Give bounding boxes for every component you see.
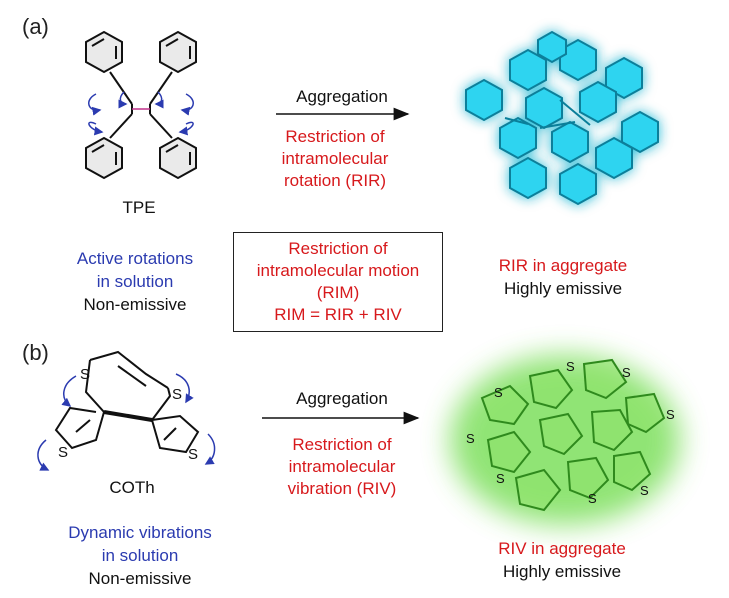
left-state-a-line-1: Active rotations <box>76 249 194 268</box>
rim-box-line-1: Restriction of <box>288 239 388 258</box>
riv-aggregate-cluster <box>480 358 666 512</box>
left-state-b-line-2: in solution <box>101 546 179 565</box>
rim-box-line-4: RIM = RIR + RIV <box>274 305 402 324</box>
left-emission-a: Non-emissive <box>83 295 187 314</box>
molecule-name-coth: COTh <box>109 478 155 497</box>
right-state-b: RIV in aggregate <box>498 539 626 558</box>
sulfur-label: S <box>496 471 505 486</box>
process-b-line-3: vibration (RIV) <box>287 479 397 498</box>
process-a-line-3: rotation (RIR) <box>283 171 387 190</box>
rir-aggregate-cluster <box>465 30 659 206</box>
left-emission-b: Non-emissive <box>88 569 192 588</box>
arrow-label-b: Aggregation <box>296 389 388 408</box>
process-a-line-2: intramolecular <box>281 149 389 168</box>
sulfur-label: S <box>566 359 575 374</box>
sulfur-label: S <box>666 407 675 422</box>
rim-summary-box <box>233 232 443 332</box>
rim-box-line-2: intramolecular motion <box>256 261 420 280</box>
tpe-molecule <box>85 30 197 180</box>
coth-molecule <box>54 350 200 454</box>
panel-label-b: (b) <box>22 340 49 365</box>
sulfur-label: S <box>588 491 597 506</box>
right-state-a: RIR in aggregate <box>498 256 628 275</box>
rir-aggregate-bonds <box>504 99 591 129</box>
sulfur-label: S <box>622 365 631 380</box>
rim-box-line-3: (RIM) <box>316 283 360 302</box>
sulfur-label: S <box>494 385 503 400</box>
sulfur-label: S <box>80 366 91 383</box>
panel-label-a: (a) <box>22 14 49 39</box>
right-emission-b: Highly emissive <box>502 562 622 581</box>
sulfur-label: S <box>188 446 199 463</box>
rotation-arrows <box>88 91 194 136</box>
molecule-name-tpe: TPE <box>122 198 156 217</box>
arrow-label-a: Aggregation <box>296 87 388 106</box>
process-a-line-1: Restriction of <box>285 127 385 146</box>
sulfur-label: S <box>172 386 183 403</box>
right-emission-a: Highly emissive <box>503 279 623 298</box>
process-b-line-2: intramolecular <box>288 457 396 476</box>
left-state-b-line-1: Dynamic vibrations <box>68 523 212 542</box>
sulfur-label: S <box>640 483 649 498</box>
vibration-arrows <box>37 373 216 471</box>
sulfur-label: S <box>466 431 475 446</box>
process-b-line-1: Restriction of <box>292 435 392 454</box>
left-state-a-line-2: in solution <box>96 272 174 291</box>
sulfur-label: S <box>58 444 69 461</box>
